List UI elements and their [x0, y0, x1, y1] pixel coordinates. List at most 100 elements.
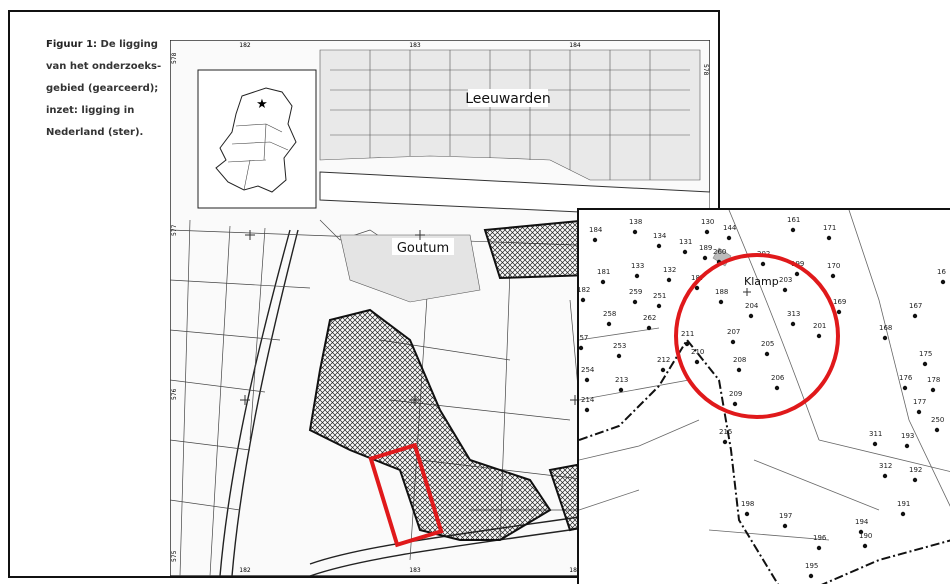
star-icon: ★: [256, 97, 268, 112]
sample-label-251: 251: [653, 292, 666, 300]
sample-label-181: 181: [597, 268, 610, 276]
sample-label-133: 133: [631, 262, 644, 270]
sample-label-198: 198: [741, 500, 754, 508]
sample-label-161: 161: [787, 216, 800, 224]
sample-label-262: 262: [643, 314, 656, 322]
sample-point-215: [722, 439, 728, 445]
sample-label-182: 182: [579, 286, 590, 294]
sample-point-212: [660, 367, 666, 373]
sample-label-214: 214: [581, 396, 595, 404]
sample-point-202: [760, 261, 766, 267]
sample-point-196: [816, 545, 822, 551]
sample-label-213: 213: [615, 376, 628, 384]
sample-point-170: [830, 273, 836, 279]
tick-right-578: 578: [702, 64, 709, 76]
inset-map: ★: [197, 69, 317, 209]
sample-point-211: [684, 341, 690, 347]
sample-label-188: 188: [715, 288, 728, 296]
sample-label-168: 168: [879, 324, 892, 332]
sample-point-16: [940, 279, 946, 285]
sample-label-210: 210: [691, 348, 704, 356]
grid-crosses: [240, 230, 580, 405]
sample-point-192: [912, 477, 918, 483]
sample-point-133: [634, 273, 640, 279]
sample-point-251: [656, 303, 662, 309]
sample-label-189: 189: [699, 244, 712, 252]
sample-point-203: [782, 287, 788, 293]
sample-label-176: 176: [899, 374, 913, 382]
sample-label-184: 184: [589, 226, 603, 234]
sample-label-171: 171: [823, 224, 836, 232]
sample-label-258: 258: [603, 310, 616, 318]
caption-line-2: van het onderzoeks-: [46, 61, 162, 72]
sample-point-250: [934, 427, 940, 433]
sample-point-167: [912, 313, 918, 319]
sample-label-312: 312: [879, 462, 892, 470]
province-borders: [227, 123, 289, 191]
sample-point-311: [872, 441, 878, 447]
highlight-rectangle: [368, 442, 444, 548]
sample-point-206: [774, 385, 780, 391]
sample-label-192: 192: [909, 466, 922, 474]
sample-label-208: 208: [733, 356, 746, 364]
sample-label-259: 259: [629, 288, 642, 296]
sample-label-313: 313: [787, 310, 800, 318]
sample-point-191: [900, 511, 906, 517]
sample-point-208: [736, 367, 742, 373]
zoom-cross: [743, 288, 751, 296]
sample-point-178: [930, 387, 936, 393]
tick-top-183: 183: [409, 42, 421, 49]
netherlands-outline: [215, 87, 297, 193]
sample-label-167: 167: [909, 302, 922, 310]
sample-point-312: [882, 473, 888, 479]
sample-label-178: 178: [927, 376, 940, 384]
sample-point-189: [702, 255, 708, 261]
sample-label-191: 191: [897, 500, 910, 508]
tick-left-577: 577: [171, 224, 178, 236]
sample-point-188: [718, 299, 724, 305]
caption-line-3: gebied (gearceerd);: [46, 83, 159, 94]
sample-label-254: 254: [581, 366, 595, 374]
sample-point-313: [790, 321, 796, 327]
sample-point-257: [579, 345, 584, 351]
sample-label-203: 203: [779, 276, 792, 284]
sample-point-198: [744, 511, 750, 517]
sample-point-204: [748, 313, 754, 319]
sample-label-195: 195: [805, 562, 818, 570]
sample-label-197: 197: [779, 512, 792, 520]
sample-label-260: 260: [713, 248, 726, 256]
sample-point-254: [584, 377, 590, 383]
sample-point-194: [858, 529, 864, 535]
sample-label-257: 257: [579, 334, 588, 342]
city-label: Leeuwarden: [465, 91, 551, 107]
sample-label-211: 211: [681, 330, 694, 338]
sample-point-195: [808, 573, 814, 579]
tick-left-575: 575: [171, 550, 178, 562]
sample-point-210: [694, 359, 700, 365]
figure-caption: Figuur 1: De ligging van het onderzoeks-…: [46, 34, 166, 144]
caption-line-1: De ligging: [100, 39, 158, 50]
sample-label-212: 212: [657, 356, 670, 364]
sample-label-253: 253: [613, 342, 626, 350]
sample-point-259: [632, 299, 638, 305]
sample-label-207: 207: [727, 328, 740, 336]
sample-label-175: 175: [919, 350, 932, 358]
sample-label-144: 144: [723, 224, 737, 232]
sample-label-206: 206: [771, 374, 785, 382]
highlight-circle: [674, 253, 840, 419]
sample-point-262: [646, 325, 652, 331]
sample-label-204: 204: [745, 302, 759, 310]
sample-label-177: 177: [913, 398, 926, 406]
zoom-boundary: [579, 338, 950, 584]
sample-label-130: 130: [701, 218, 714, 226]
sample-label-131: 131: [679, 238, 692, 246]
caption-label: Figuur 1:: [46, 39, 98, 50]
city-label-bg: [468, 89, 548, 107]
canal: [319, 171, 710, 219]
sample-label-250: 250: [931, 416, 944, 424]
zoom-place-label: Klamp: [744, 275, 779, 288]
sample-point-169: [836, 309, 842, 315]
sample-label-190: 190: [859, 532, 872, 540]
sample-point-138: [632, 229, 638, 235]
